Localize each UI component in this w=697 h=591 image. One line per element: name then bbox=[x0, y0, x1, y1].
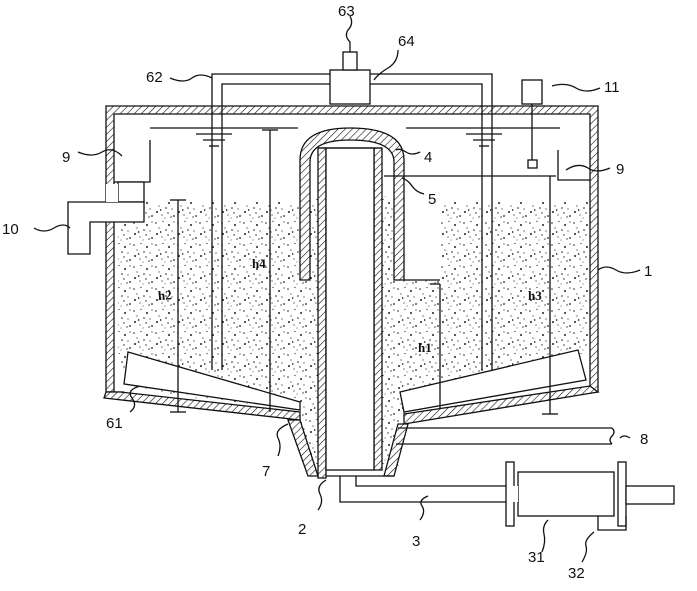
bottom-pipe bbox=[326, 475, 512, 503]
cone-bottom bbox=[287, 419, 409, 477]
label-1: 1 bbox=[644, 263, 652, 280]
level-sensor bbox=[521, 79, 543, 169]
label-64: 64 bbox=[398, 33, 415, 50]
label-7: 7 bbox=[262, 463, 270, 480]
height-h2: h2 bbox=[157, 287, 172, 303]
label-9-left: 9 bbox=[62, 149, 70, 166]
label-32: 32 bbox=[568, 565, 585, 582]
label-61: 61 bbox=[106, 415, 123, 432]
label-2: 2 bbox=[298, 521, 306, 538]
label-31: 31 bbox=[528, 549, 545, 566]
filter-unit bbox=[505, 461, 675, 531]
height-h4: h4 bbox=[252, 256, 266, 271]
leader-lines bbox=[33, 15, 641, 563]
label-63: 63 bbox=[338, 3, 355, 20]
water-surface bbox=[150, 127, 560, 147]
height-h3: h3 bbox=[528, 288, 542, 303]
height-h1: h1 bbox=[418, 340, 432, 355]
label-3: 3 bbox=[412, 533, 420, 550]
central-tube bbox=[317, 147, 383, 479]
label-8: 8 bbox=[640, 431, 648, 448]
outlet-pipe bbox=[67, 181, 145, 255]
label-11: 11 bbox=[604, 79, 620, 96]
height-markers bbox=[170, 129, 558, 415]
inlet-pipe bbox=[396, 427, 615, 445]
air-pipe bbox=[211, 51, 493, 370]
label-10: 10 bbox=[2, 221, 19, 238]
label-4: 4 bbox=[424, 149, 432, 166]
label-62: 62 bbox=[146, 69, 163, 86]
label-5: 5 bbox=[428, 191, 436, 208]
label-9-right: 9 bbox=[616, 161, 624, 178]
